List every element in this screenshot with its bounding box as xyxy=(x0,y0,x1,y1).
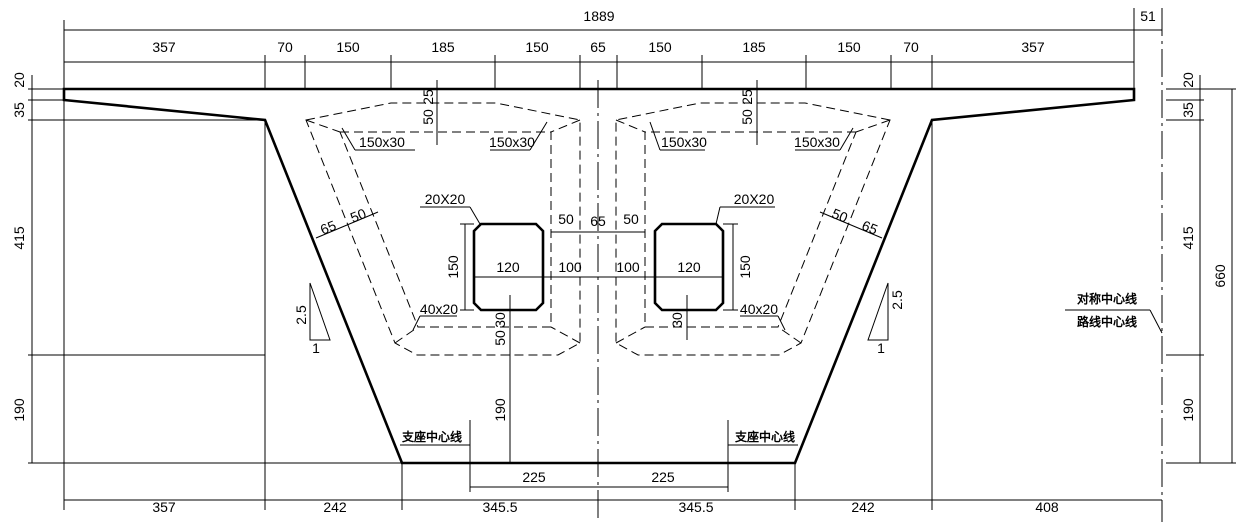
dim-top-segment: 70 xyxy=(277,39,293,55)
dim-left: 20 xyxy=(11,72,27,88)
dim-bottom-segment: 242 xyxy=(323,499,347,515)
girder-outline xyxy=(62,87,1136,465)
dim-right: 20 xyxy=(1180,72,1196,88)
slope-run: 1 xyxy=(877,340,885,356)
dim-hole-height: 150 xyxy=(445,255,461,279)
dim-top-segment: 150 xyxy=(336,39,360,55)
slope-rise: 2.5 xyxy=(889,290,905,310)
dim-left: 415 xyxy=(11,226,27,250)
left-hole xyxy=(472,222,545,312)
dim-chamfer: 20X20 xyxy=(734,191,775,207)
dim-web: 65 xyxy=(318,217,339,238)
route-centerline-label: 路线中心线 xyxy=(1077,314,1137,329)
dim-bottom-segment: 345.5 xyxy=(678,499,713,515)
dim-center-web: 50 xyxy=(558,211,574,227)
right-hole xyxy=(653,222,725,312)
dim-haunch: 40x20 xyxy=(420,301,458,317)
dim-bearing-spacing: 225 xyxy=(651,469,675,485)
dim-bottom-segment: 408 xyxy=(1035,499,1059,515)
dim-bottom-segment: 345.5 xyxy=(482,499,517,515)
dim-total-height: 660 xyxy=(1212,264,1228,288)
dim-hole-width: 120 xyxy=(677,259,701,275)
dim-top-segment: 70 xyxy=(903,39,919,55)
slope-rise: 2.5 xyxy=(293,305,309,325)
dim-top-segment: 185 xyxy=(742,39,766,55)
dim-bottom-segment: 357 xyxy=(152,499,176,515)
dim-chamfer: 20X20 xyxy=(425,191,466,207)
dim-right: 190 xyxy=(1180,398,1196,422)
dim-hole-gap: 100 xyxy=(558,259,582,275)
dim-right: 35 xyxy=(1180,102,1196,118)
dim-hole-width: 120 xyxy=(496,259,520,275)
dim-top-segment: 150 xyxy=(837,39,861,55)
dim-bottom-segment: 242 xyxy=(851,499,875,515)
dim-web: 50 xyxy=(348,205,369,226)
dim-web: 50 xyxy=(830,205,851,226)
top-segment-dims: 357 70 150 185 150 65 150 185 150 70 357 xyxy=(152,39,1045,55)
dim-right-offset: 51 xyxy=(1140,8,1156,24)
dim-top-slab: 50 xyxy=(420,109,436,125)
right-void xyxy=(615,102,891,356)
dim-top-segment: 357 xyxy=(1021,39,1045,55)
symmetry-centerline-label: 对称中心线 xyxy=(1077,291,1137,306)
dim-hole-gap: 100 xyxy=(616,259,640,275)
bearing-centerline-label: 支座中心线 xyxy=(734,429,795,444)
dim-bottom-height: 190 xyxy=(492,398,508,422)
dim-top-segment: 65 xyxy=(590,39,606,55)
dim-web: 65 xyxy=(860,217,881,238)
dim-bottom-slab: 30 xyxy=(669,312,685,328)
dim-top-slab: 25 xyxy=(739,89,755,105)
dim-bottom-slab: 30 xyxy=(492,312,508,328)
dim-top-segment: 185 xyxy=(431,39,455,55)
dim-top-segment: 357 xyxy=(152,39,176,55)
dim-overall-width: 1889 xyxy=(583,8,614,24)
dim-haunch: 150x30 xyxy=(794,134,840,150)
dim-haunch: 40x20 xyxy=(740,301,778,317)
dimension-lines xyxy=(28,8,1236,510)
dim-haunch: 150x30 xyxy=(359,134,405,150)
slope-run: 1 xyxy=(312,340,320,356)
dim-haunch: 150x30 xyxy=(489,134,535,150)
dim-left: 190 xyxy=(11,398,27,422)
dim-right: 415 xyxy=(1180,226,1196,250)
dim-bottom-slab: 50 xyxy=(492,330,508,346)
dim-hole-height: 150 xyxy=(737,255,753,279)
bearing-centerline-label: 支座中心线 xyxy=(401,429,462,444)
dim-top-segment: 150 xyxy=(648,39,672,55)
dim-bearing-spacing: 225 xyxy=(522,469,546,485)
dim-top-segment: 150 xyxy=(525,39,549,55)
dim-top-slab: 50 xyxy=(739,109,755,125)
dim-center-web: 65 xyxy=(590,213,606,229)
left-void xyxy=(305,102,581,356)
dim-left: 35 xyxy=(11,102,27,118)
dim-top-slab: 25 xyxy=(420,89,436,105)
dim-haunch: 150x30 xyxy=(661,134,707,150)
dim-center-web: 50 xyxy=(623,211,639,227)
